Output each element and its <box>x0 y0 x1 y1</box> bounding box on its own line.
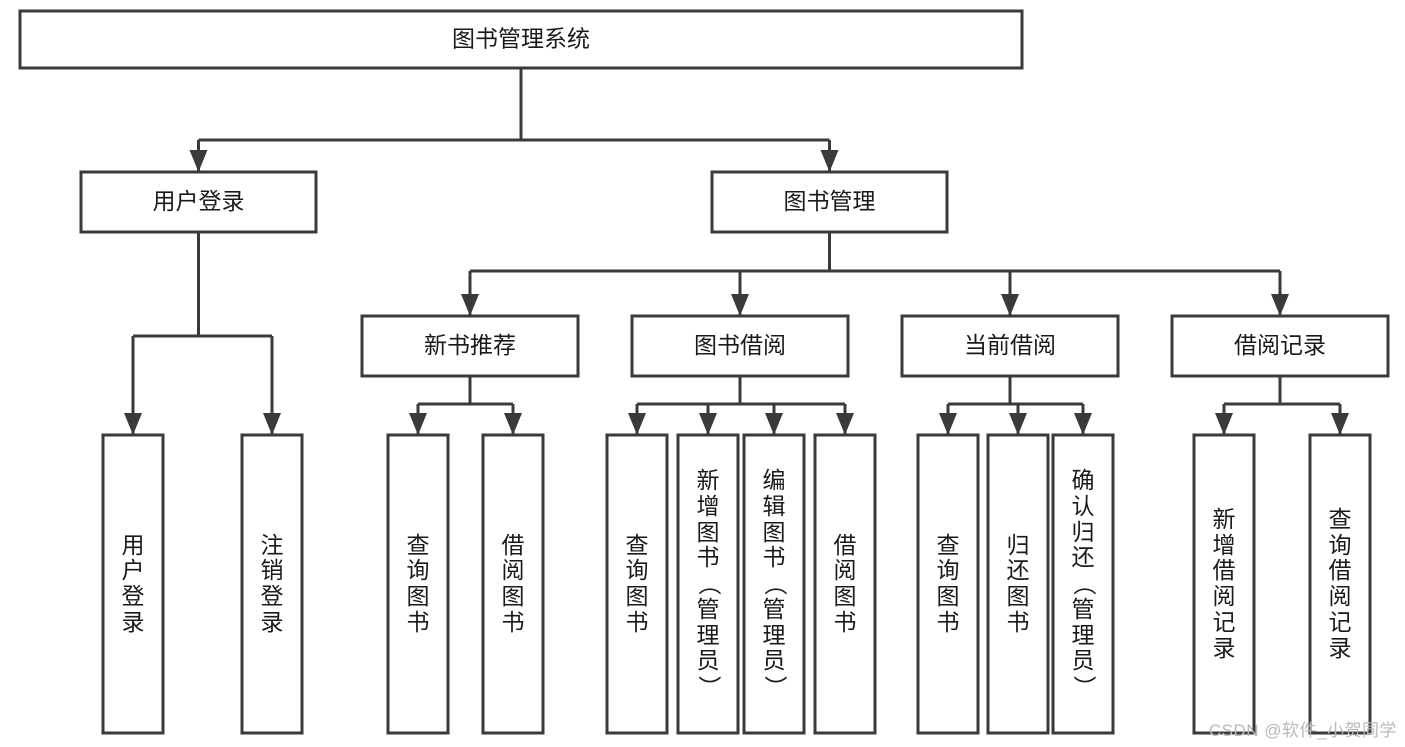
node-borrow-record-label: 借阅记录 <box>1234 332 1326 358</box>
edge-root-arrow-0 <box>189 150 208 172</box>
node-current-borrow[interactable] <box>900 314 1120 378</box>
edge-book-borrow-arrow-3 <box>836 413 854 435</box>
node-borrow-record[interactable] <box>1170 314 1390 378</box>
node-book-borrow[interactable] <box>630 314 850 378</box>
edge-borrow-record-arrow-0 <box>1215 413 1233 435</box>
edge-bookmgmt-arrow-0 <box>461 294 479 316</box>
node-leaf-borrow-book[interactable] <box>813 433 877 735</box>
edge-new-book-recommend-arrow-1 <box>504 413 522 435</box>
node-leaf-query-book-borrow[interactable] <box>605 433 669 735</box>
edge-root-arrow-1 <box>820 150 839 172</box>
edge-current-borrow-arrow-0 <box>939 413 957 435</box>
edge-book-borrow-arrow-1 <box>699 413 717 435</box>
node-user-login-label: 用户登录 <box>153 188 245 214</box>
node-leaf-user-login[interactable] <box>101 433 165 735</box>
node-book-borrow-label: 图书借阅 <box>694 332 786 358</box>
node-root[interactable] <box>18 9 1024 70</box>
edge-book-borrow-arrow-0 <box>628 413 646 435</box>
node-new-book-recommend-label: 新书推荐 <box>424 332 516 358</box>
node-leaf-edit-book-admin[interactable] <box>742 433 806 735</box>
node-new-book-recommend[interactable] <box>360 314 580 378</box>
node-root-label: 图书管理系统 <box>452 26 590 52</box>
node-book-management[interactable] <box>710 170 949 234</box>
node-leaf-confirm-return-admin[interactable] <box>1051 433 1115 735</box>
csdn-watermark: CSDN @软件_小贺同学 <box>1208 721 1397 740</box>
edge-current-borrow-arrow-2 <box>1074 413 1092 435</box>
node-user-login[interactable] <box>79 170 318 234</box>
connector-layer <box>124 68 1349 435</box>
node-leaf-return-book[interactable] <box>986 433 1050 735</box>
node-box-layer <box>18 9 1390 735</box>
edge-book-borrow-arrow-2 <box>765 413 783 435</box>
edge-bookmgmt-arrow-2 <box>1001 294 1019 316</box>
node-leaf-query-borrow-record[interactable] <box>1308 433 1372 735</box>
edge-bookmgmt-arrow-3 <box>1271 294 1289 316</box>
node-leaf-query-book-current[interactable] <box>916 433 980 735</box>
node-leaf-add-borrow-record[interactable] <box>1192 433 1256 735</box>
edge-borrow-record-arrow-1 <box>1331 413 1349 435</box>
edge-new-book-recommend-arrow-0 <box>409 413 427 435</box>
edge-bookmgmt-arrow-1 <box>731 294 749 316</box>
node-leaf-query-book-recommend[interactable] <box>386 433 450 735</box>
node-leaf-add-book-admin[interactable] <box>676 433 740 735</box>
edge-user-login-arrow-1 <box>263 413 281 435</box>
node-current-borrow-label: 当前借阅 <box>964 332 1056 358</box>
node-leaf-logout[interactable] <box>240 433 304 735</box>
edge-user-login-arrow-0 <box>124 413 142 435</box>
edge-current-borrow-arrow-1 <box>1009 413 1027 435</box>
node-book-management-label: 图书管理 <box>784 188 876 214</box>
node-leaf-borrow-book-recommend[interactable] <box>481 433 545 735</box>
